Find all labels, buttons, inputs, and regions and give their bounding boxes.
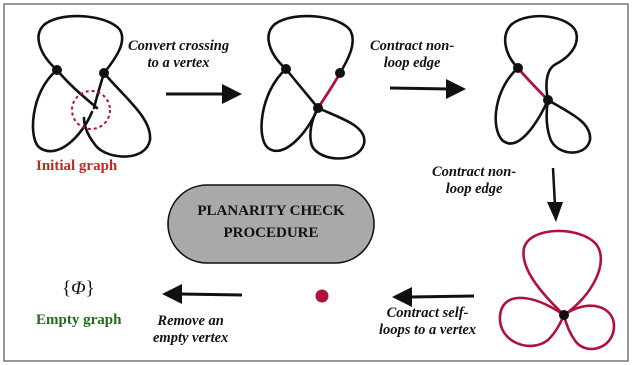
- empty-set-phi: Φ: [71, 278, 86, 299]
- graph1-vertex-right: [99, 68, 109, 78]
- label-convert-line2: to a vertex: [147, 55, 210, 71]
- label-contract-selfloops: Contract self- loops to a vertex: [379, 305, 476, 339]
- arrow-contract-self: [392, 287, 475, 307]
- label-contract1-line1: Contract non-: [370, 38, 455, 54]
- graph1-top-loop: [37, 14, 124, 75]
- empty-set-symbol: {Φ}: [62, 278, 95, 300]
- graph1-left-loop: [31, 68, 94, 153]
- graph2-crossing-vertex: [313, 103, 323, 113]
- procedure-title: PLANARITY CHECK PROCEDURE: [168, 200, 374, 244]
- label-convert-crossing: Convert crossing to a vertex: [128, 38, 229, 72]
- graph2-top-loop: [267, 14, 354, 75]
- graph2-right-loop: [309, 106, 366, 160]
- label-contract-self-line1: Contract self-: [386, 305, 469, 321]
- graph3-vertex-top: [513, 63, 523, 73]
- arrow-contract-1: [389, 79, 466, 99]
- graph3-top-loop: [503, 14, 579, 102]
- graph4-right-loop: [562, 304, 616, 351]
- frame-border: [3, 3, 629, 362]
- label-contract-self-line2: loops to a vertex: [379, 322, 477, 338]
- graph2-new-edge: [316, 72, 342, 109]
- arrow-remove: [162, 284, 243, 304]
- arrow-contract-2: [547, 167, 563, 222]
- graph4-left-loop: [498, 296, 566, 348]
- graph1-over-strand: [55, 68, 99, 110]
- graph3-vertex-bottom: [543, 95, 553, 105]
- graph2-vertex-left: [281, 64, 291, 74]
- procedure-line2: PROCEDURE: [223, 225, 319, 241]
- crossing-highlight: [71, 90, 111, 130]
- caption-empty-graph: Empty graph: [36, 312, 122, 328]
- graph4-top-loop: [522, 229, 603, 317]
- graph3-right-loop: [545, 98, 592, 154]
- arrow-convert: [166, 84, 242, 104]
- self-loop-graph: [498, 229, 616, 351]
- procedure-line1: PLANARITY CHECK: [197, 203, 345, 219]
- label-contract2-line1: Contract non-: [432, 164, 517, 180]
- caption-initial-graph: Initial graph: [36, 158, 118, 174]
- label-remove-line2: empty vertex: [153, 330, 229, 346]
- graph3-remaining-edge: [516, 67, 549, 101]
- graph2-vertex-right: [335, 68, 345, 78]
- single-vertex: [315, 289, 329, 303]
- graph4-vertex: [559, 310, 569, 320]
- label-contract-nonloop-1: Contract non- loop edge: [370, 38, 454, 72]
- label-contract1-line2: loop edge: [383, 55, 441, 71]
- procedure-pill: [167, 184, 375, 264]
- label-convert-line1: Convert crossing: [128, 38, 230, 54]
- label-contract2-line2: loop edge: [445, 181, 503, 197]
- graph1-under-strand: [92, 71, 106, 110]
- graph3-left-loop: [494, 66, 550, 145]
- graph2-left-link: [284, 67, 320, 110]
- label-remove-line1: Remove an: [157, 313, 224, 329]
- empty-set-close: }: [85, 278, 95, 299]
- empty-set-open: {: [62, 278, 72, 299]
- graph-with-crossing-vertex: [260, 14, 366, 160]
- graph1-vertex-left: [52, 65, 62, 75]
- graph2-left-loop: [260, 67, 320, 153]
- label-remove-vertex: Remove an empty vertex: [153, 313, 228, 347]
- label-contract-nonloop-2: Contract non- loop edge: [432, 164, 516, 198]
- graph1-right-loop: [82, 71, 152, 158]
- graph-after-first-contraction: [494, 14, 592, 154]
